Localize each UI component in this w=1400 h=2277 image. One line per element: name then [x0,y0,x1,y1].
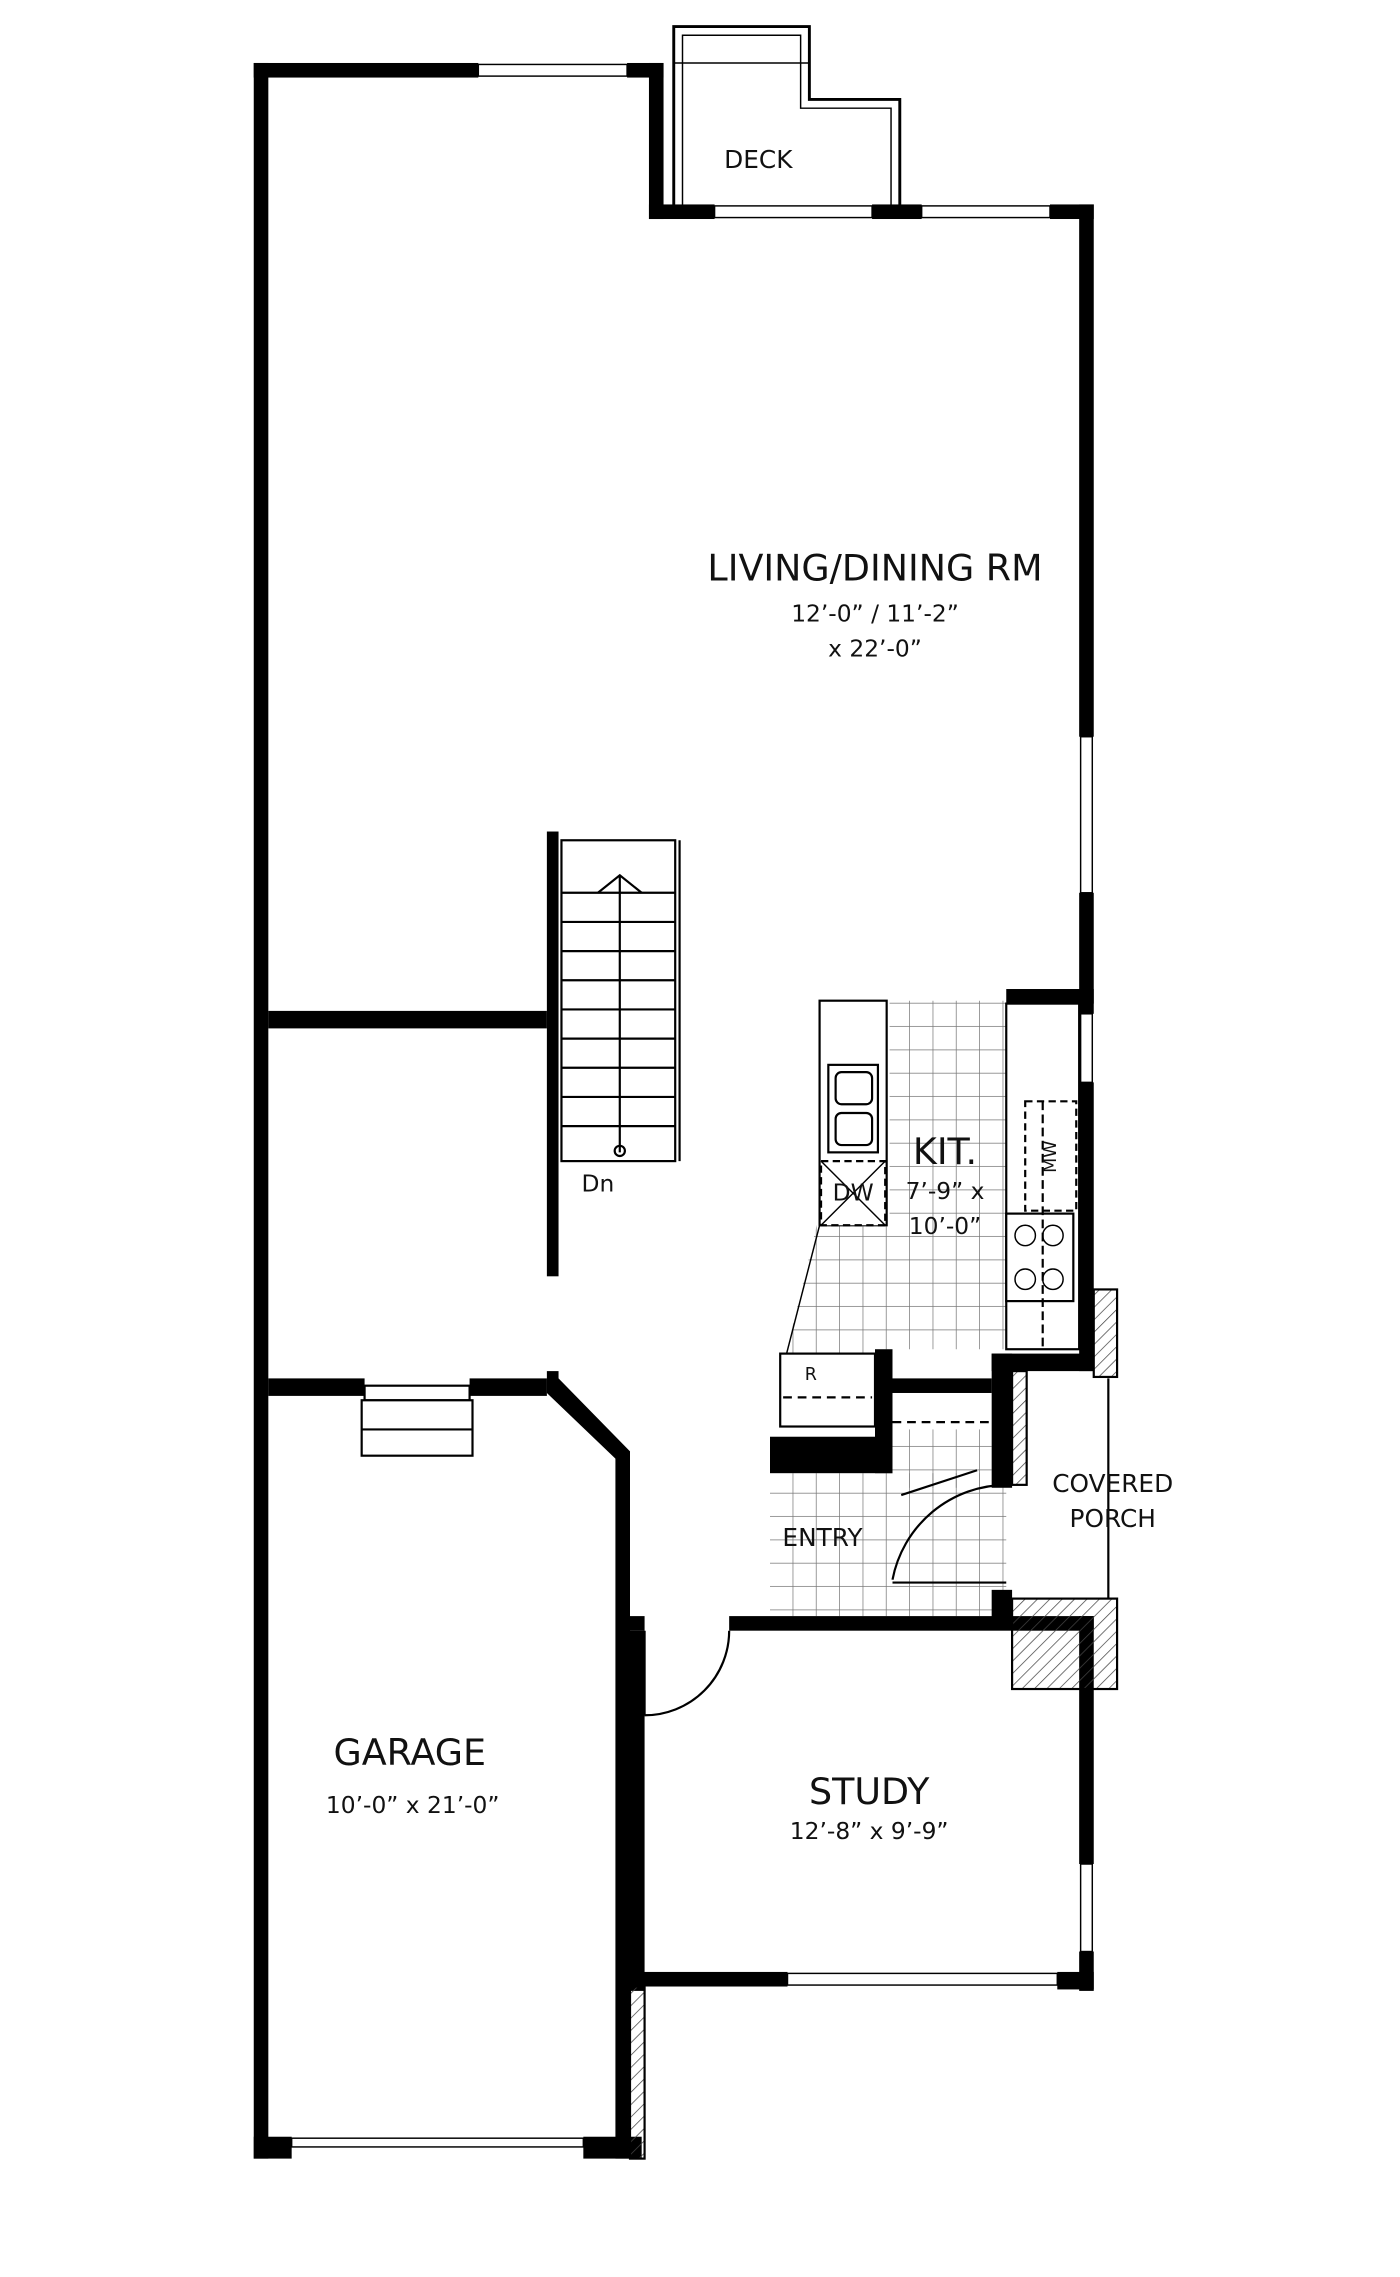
window [920,205,1051,219]
kitchen-dim-1: 7’-9” x [906,1177,985,1205]
living-room-label: LIVING/DINING RM [707,547,1042,590]
porch-label-2: PORCH [1070,1504,1156,1533]
study-label: STUDY [809,1770,930,1813]
window [1079,1863,1094,1953]
garage-door [290,2137,585,2148]
window [786,1972,1059,1986]
garage-step [360,1384,474,1457]
windows [290,63,1094,2148]
deck-label: DECK [724,145,793,174]
fridge-label: R [805,1365,817,1385]
kitchen-counter [1005,1002,1081,1351]
microwave-label: MW [1041,1141,1061,1173]
living-room-dim-1: 12’-0” / 11’-2” [791,600,959,628]
garage-label: GARAGE [334,1731,487,1774]
window [713,205,873,219]
stairs [560,839,681,1163]
living-room-dim-2: x 22’-0” [828,635,922,663]
porch-label-1: COVERED [1052,1469,1173,1498]
stairs-down-label: Dn [582,1170,615,1198]
entry-label: ENTRY [782,1523,863,1552]
kitchen-dim-2: 10’-0” [909,1212,981,1240]
tile-floor [770,1000,1007,1617]
garage-dim: 10’-0” x 21’-0” [326,1791,500,1819]
hatched-walls [628,1288,1119,2160]
walls [253,62,1094,2159]
window [477,63,628,77]
window [1079,1013,1094,1084]
doors [643,1378,1110,1717]
dishwasher-label: DW [833,1178,874,1206]
deck [672,25,902,205]
kitchen-label: KIT. [913,1130,977,1173]
window [1079,736,1094,894]
fridge [779,1352,877,1428]
kitchen-island [779,999,888,1379]
study-dim: 12’-8” x 9’-9” [790,1817,949,1845]
